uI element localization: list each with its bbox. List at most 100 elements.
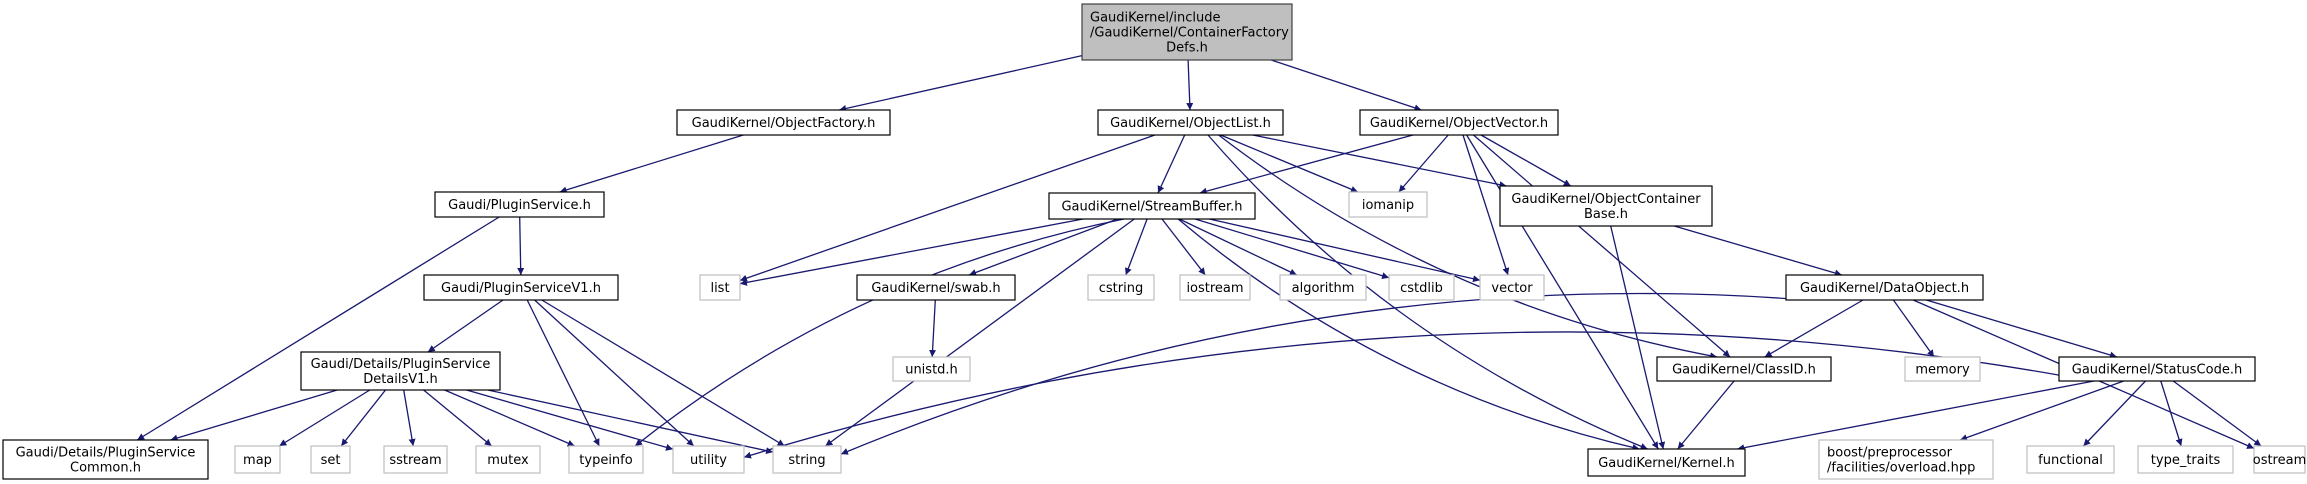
- edge-objvector-to-classid: [1473, 134, 1731, 358]
- node-box-classid: [1656, 356, 1832, 382]
- node-pluginsvc[interactable]: Gaudi/PluginService.h: [434, 191, 605, 218]
- node-label-functional-line-0: functional: [2038, 453, 2103, 468]
- node-boost: boost/preprocessor/facilities/overload.h…: [1818, 439, 1994, 480]
- edge-streambuffer-to-list: [739, 218, 1084, 286]
- node-box-vector: [1479, 274, 1545, 301]
- node-box-objvector: [1359, 109, 1559, 136]
- node-box-typetraits: [2137, 445, 2234, 474]
- node-box-pluginsvc: [434, 191, 605, 218]
- node-statuscode[interactable]: GaudiKernel/StatusCode.h: [2058, 356, 2256, 382]
- node-label-cstdlib-line-0: cstdlib: [1400, 281, 1443, 296]
- edge-root-to-objvector: [1270, 59, 1422, 112]
- edge-statuscode-to-kernel: [1737, 380, 2095, 452]
- edge-streambuffer-to-kernel: [1177, 218, 1640, 451]
- node-label-mutex-line-0: mutex: [487, 453, 529, 468]
- node-label-objcontainerbase-line-0: GaudiKernel/ObjectContainer: [1511, 192, 1701, 207]
- edge-objfactory-to-pluginsvc: [559, 134, 744, 194]
- node-label-string-line-0: string: [788, 453, 825, 468]
- node-box-utility: [672, 445, 745, 474]
- node-kernel[interactable]: GaudiKernel/Kernel.h: [1587, 448, 1746, 477]
- node-vector: vector: [1479, 274, 1545, 301]
- node-swab[interactable]: GaudiKernel/swab.h: [856, 274, 1016, 301]
- node-sstream: sstream: [383, 445, 448, 474]
- node-box-root: [1081, 3, 1293, 61]
- node-label-pluginsvc-line-0: Gaudi/PluginService.h: [448, 198, 591, 213]
- edge-pluginsvcv1-to-detailsv1: [427, 299, 504, 353]
- node-box-sstream: [383, 445, 448, 474]
- node-functional: functional: [2026, 445, 2115, 474]
- node-box-cstdlib: [1388, 274, 1455, 301]
- node-cstdlib: cstdlib: [1388, 274, 1455, 301]
- node-streambuffer[interactable]: GaudiKernel/StreamBuffer.h: [1048, 192, 1256, 220]
- node-objlist[interactable]: GaudiKernel/ObjectList.h: [1097, 109, 1284, 136]
- node-box-functional: [2026, 445, 2115, 474]
- node-label-statuscode-line-0: GaudiKernel/StatusCode.h: [2072, 363, 2242, 378]
- edge-pluginsvc-to-common: [136, 216, 500, 441]
- node-label-kernel-line-0: GaudiKernel/Kernel.h: [1598, 456, 1735, 471]
- node-box-streambuffer: [1048, 192, 1256, 220]
- node-box-objlist: [1097, 109, 1284, 136]
- node-root[interactable]: GaudiKernel/include/GaudiKernel/Containe…: [1081, 3, 1293, 61]
- edge-pluginsvcv1-to-typeinfo: [526, 299, 600, 447]
- edge-dataobject-to-string: [840, 292, 1807, 455]
- node-box-mutex: [475, 445, 541, 474]
- node-label-objvector-line-0: GaudiKernel/ObjectVector.h: [1370, 116, 1548, 131]
- node-label-detailsv1-line-0: Gaudi/Details/PluginService: [311, 357, 491, 372]
- node-label-list-line-0: list: [710, 281, 729, 296]
- node-label-iomanip-line-0: iomanip: [1362, 198, 1414, 213]
- node-map: map: [234, 445, 281, 474]
- node-label-unistd-line-0: unistd.h: [905, 363, 958, 378]
- node-list: list: [699, 274, 741, 301]
- node-ostream: ostream: [2253, 445, 2306, 474]
- edge-objvector-to-vector: [1462, 134, 1510, 276]
- edge-objlist-to-iomanip: [1220, 134, 1359, 193]
- node-typeinfo: typeinfo: [568, 445, 644, 474]
- edge-objvector-to-objcontainerbase: [1480, 134, 1572, 187]
- node-memory: memory: [1904, 356, 1981, 382]
- node-box-list: [699, 274, 741, 301]
- node-label-root-line-1: /GaudiKernel/ContainerFactory: [1090, 26, 1289, 41]
- node-box-iostream: [1179, 274, 1251, 301]
- node-label-map-line-0: map: [243, 453, 272, 468]
- node-algorithm: algorithm: [1279, 274, 1367, 301]
- edge-streambuffer-to-algorithm: [1179, 218, 1298, 276]
- edge-objvector-to-streambuffer: [1199, 134, 1414, 195]
- node-box-objfactory: [676, 109, 891, 136]
- edge-dataobject-to-statuscode: [1926, 299, 2118, 359]
- node-string: string: [772, 445, 842, 474]
- node-dataobject[interactable]: GaudiKernel/DataObject.h: [1785, 274, 1984, 301]
- node-objfactory[interactable]: GaudiKernel/ObjectFactory.h: [676, 109, 891, 136]
- node-classid[interactable]: GaudiKernel/ClassID.h: [1656, 356, 1832, 382]
- edge-root-to-objlist: [1186, 59, 1194, 111]
- edge-statuscode-to-utility: [743, 331, 2060, 459]
- edge-streambuffer-to-typeinfo: [634, 218, 1125, 447]
- node-typetraits: type_traits: [2137, 445, 2234, 474]
- edge-pluginsvcv1-to-utility: [534, 299, 695, 447]
- edge-detailsv1-to-set: [340, 389, 387, 447]
- node-box-set: [310, 445, 351, 474]
- edge-classid-to-kernel: [1677, 380, 1735, 450]
- node-objvector[interactable]: GaudiKernel/ObjectVector.h: [1359, 109, 1559, 136]
- node-box-common: [2, 439, 209, 480]
- node-box-detailsv1: [300, 351, 501, 391]
- edge-swab-to-unistd: [929, 299, 937, 358]
- edge-statuscode-to-boost: [1959, 380, 2124, 441]
- node-label-set-line-0: set: [321, 453, 341, 468]
- node-label-typeinfo-line-0: typeinfo: [579, 453, 632, 468]
- node-box-objcontainerbase: [1499, 185, 1713, 227]
- edge-objvector-to-iomanip: [1398, 134, 1449, 193]
- edge-objlist-to-streambuffer: [1157, 134, 1186, 194]
- edge-objlist-to-objcontainerbase: [1252, 134, 1507, 189]
- node-box-ostream: [2253, 445, 2306, 474]
- node-iomanip: iomanip: [1348, 191, 1428, 218]
- node-box-pluginsvcv1: [423, 274, 619, 301]
- node-label-typetraits-line-0: type_traits: [2151, 453, 2221, 468]
- edge-objcontainerbase-to-kernel: [1610, 225, 1666, 450]
- node-label-pluginsvcv1-line-0: Gaudi/PluginServiceV1.h: [441, 281, 601, 296]
- node-pluginsvcv1[interactable]: Gaudi/PluginServiceV1.h: [423, 274, 619, 301]
- edge-statuscode-to-functional: [2082, 380, 2146, 447]
- node-box-boost: [1818, 439, 1994, 480]
